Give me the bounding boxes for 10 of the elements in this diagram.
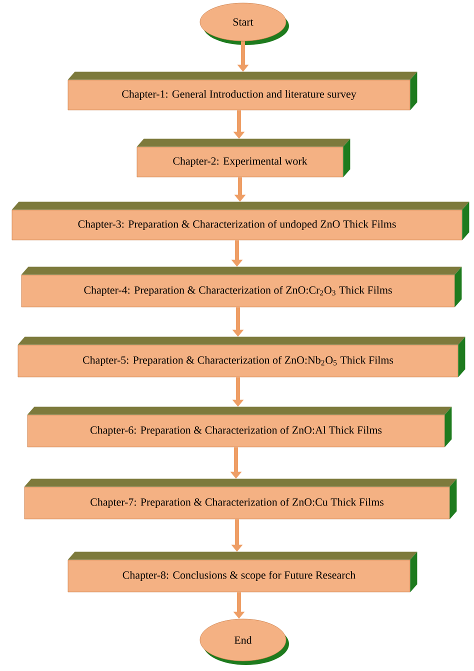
chapter-box: Chapter-6: Preparation & Characterization of ZnO:Al Thick Films xyxy=(27,406,452,448)
terminal-oval: Start xyxy=(200,2,289,45)
chapter-box: Chapter-2: Experimental work xyxy=(136,138,350,178)
terminal-oval: End xyxy=(200,618,289,665)
chapter-box: Chapter-8: Conclusions & scope for Future Research xyxy=(68,552,418,592)
chapter-box: Chapter-4: Preparation & Characterization of ZnO:Cr$_{2}$O$_{3}$ Thick Films xyxy=(21,266,462,308)
chapter-box: Chapter-7: Preparation & Characterization of ZnO:Cu Thick Films xyxy=(24,478,457,520)
chapter-box: Chapter-5: Preparation & Characterization of ZnO:Nb$_{2}$O$_{5}$ Thick Films xyxy=(18,336,466,378)
chapter-box: Chapter-1: General Introduction and literature survey xyxy=(68,72,418,110)
chapter-box: Chapter-3: Preparation & Characterization of undoped ZnO Thick Films xyxy=(12,202,470,240)
